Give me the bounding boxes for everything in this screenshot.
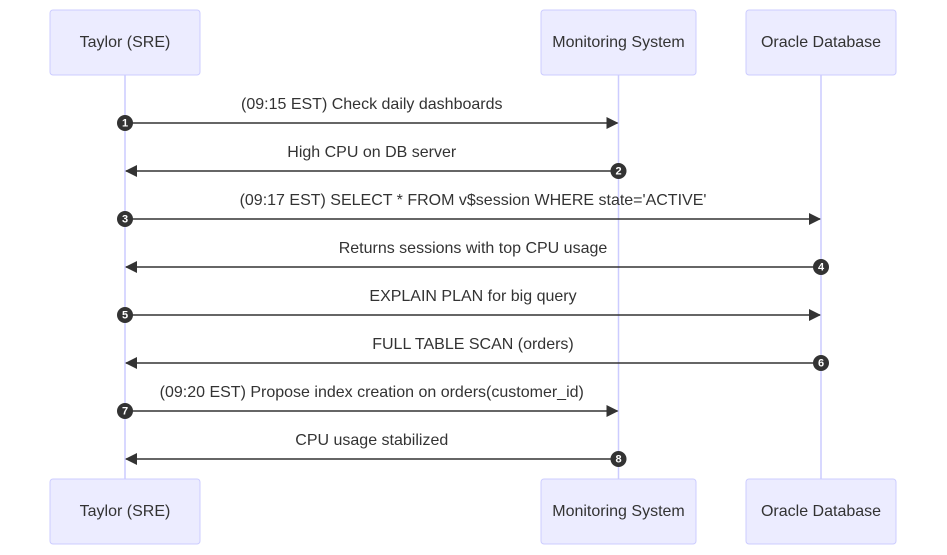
sequence-number-circle [813, 355, 829, 371]
message-label: (09:17 EST) SELECT * FROM v$session WHER… [240, 192, 707, 209]
message-label: Returns sessions with top CPU usage [339, 240, 608, 257]
message-label: High CPU on DB server [287, 144, 457, 161]
sequence-number-badge: 2 [610, 163, 627, 179]
sequence-number-badge: 6 [813, 355, 829, 371]
sequence-number: 8 [615, 454, 621, 466]
message-label: FULL TABLE SCAN (orders) [372, 336, 574, 353]
sequence-number-circle [117, 403, 133, 419]
sequence-number-circle [117, 115, 133, 131]
participant-mon-top: Monitoring System [540, 9, 697, 76]
message-1: (09:15 EST) Check daily dashboards 1 [117, 96, 619, 131]
sequence-number: 1 [122, 118, 128, 130]
sequence-number: 4 [818, 262, 825, 274]
sequence-number-badge: 4 [813, 259, 829, 275]
participant-label: Taylor (SRE) [80, 34, 171, 51]
message-5: EXPLAIN PLAN for big query 5 [117, 288, 821, 323]
message-label: EXPLAIN PLAN for big query [369, 288, 576, 305]
message-2: High CPU on DB server 2 [125, 144, 627, 179]
participant-sre-top: Taylor (SRE) [49, 9, 201, 76]
sequence-number: 3 [122, 214, 128, 226]
sequence-number-badge: 5 [117, 307, 133, 323]
participant-sre-bottom: Taylor (SRE) [49, 478, 201, 545]
participant-box [540, 9, 697, 76]
message-label: CPU usage stabilized [295, 432, 448, 449]
sequence-number: 2 [615, 166, 621, 178]
participant-box [49, 9, 201, 76]
message-label: (09:20 EST) Propose index creation on or… [160, 384, 584, 401]
sequence-number-circle [117, 211, 133, 227]
participant-box [49, 478, 201, 545]
participant-db-top: Oracle Database [745, 9, 897, 76]
sequence-number-circle [610, 163, 627, 179]
message-8: CPU usage stabilized 8 [125, 432, 627, 467]
sequence-number-badge: 7 [117, 403, 133, 419]
participant-label: Oracle Database [761, 503, 881, 520]
sequence-number: 7 [122, 406, 128, 418]
sequence-number-circle [117, 307, 133, 323]
participant-mon-bottom: Monitoring System [540, 478, 697, 545]
message-6: FULL TABLE SCAN (orders) 6 [125, 336, 829, 371]
sequence-number-circle [813, 259, 829, 275]
participant-label: Oracle Database [761, 34, 881, 51]
participant-box [745, 478, 897, 545]
participant-label: Taylor (SRE) [80, 503, 171, 520]
participant-box [745, 9, 897, 76]
message-7: (09:20 EST) Propose index creation on or… [117, 384, 619, 419]
message-label: (09:15 EST) Check daily dashboards [241, 96, 502, 113]
sequence-number-badge: 3 [117, 211, 133, 227]
sequence-number-badge: 1 [117, 115, 133, 131]
sequence-number: 5 [122, 310, 128, 322]
participant-label: Monitoring System [552, 34, 685, 51]
sequence-number: 6 [818, 358, 824, 370]
participant-label: Monitoring System [552, 503, 685, 520]
participant-db-bottom: Oracle Database [745, 478, 897, 545]
message-3: (09:17 EST) SELECT * FROM v$session WHER… [117, 192, 821, 227]
participant-box [540, 478, 697, 545]
message-4: Returns sessions with top CPU usage 4 [125, 240, 829, 275]
sequence-number-circle [610, 451, 627, 467]
sequence-number-badge: 8 [610, 451, 627, 467]
